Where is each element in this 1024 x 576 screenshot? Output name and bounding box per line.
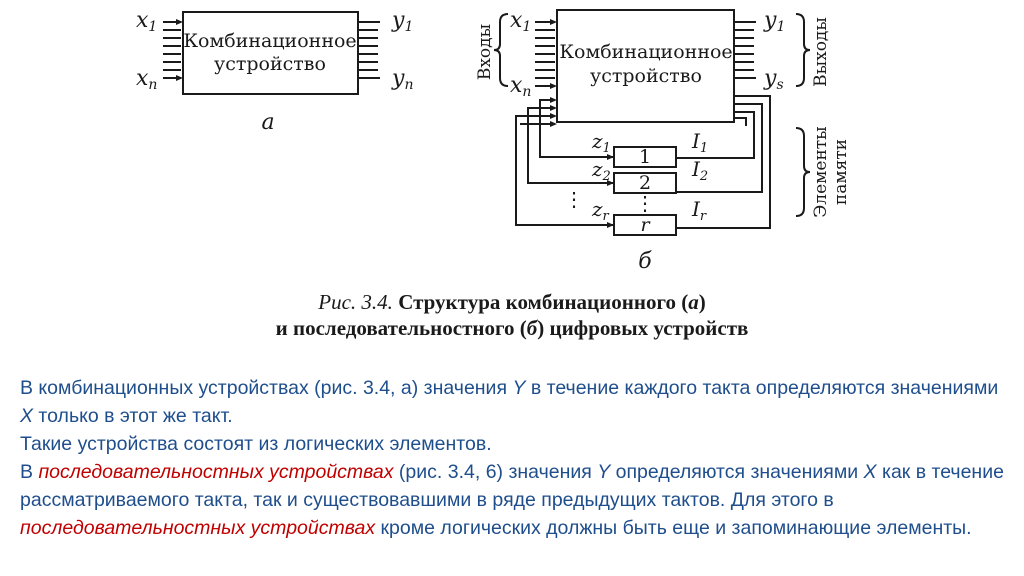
p3-var-x: X — [863, 461, 877, 483]
i2-label: I2 — [691, 157, 708, 184]
memory-cell-r-label: r — [640, 214, 651, 236]
p1-var-y: Y — [512, 377, 526, 399]
paragraph-3: В последовательностных устройствах (рис.… — [20, 458, 1010, 542]
zr-label: zr — [591, 197, 610, 224]
sublabel-b: б — [638, 249, 652, 274]
inputs-a — [163, 21, 181, 79]
p3-var-y: Y — [597, 461, 611, 483]
caption-line2-text-a: и последовательностного ( — [275, 316, 527, 340]
input-xn-a: xn — [136, 66, 157, 93]
inputs-label: Входы — [475, 24, 495, 80]
memory-brace — [795, 127, 811, 217]
figure-caption-line-1: Рис. 3.4. Структура комбинационного (а) — [0, 290, 1024, 314]
arrowheads — [176, 19, 614, 228]
state-output-lines — [676, 95, 771, 229]
p3-part-d: как в течение рассматриваемого такта, та… — [20, 461, 1004, 511]
p1-var-x: X — [20, 405, 34, 427]
outputs-brace — [795, 13, 811, 87]
p1-part-c: только в этот же такт. — [33, 405, 233, 427]
feedback-lines — [515, 99, 614, 226]
memory-label-2: памяти — [831, 139, 851, 205]
i1-label: I1 — [691, 129, 708, 156]
z2-label: z2 — [591, 157, 611, 184]
input-x1-a: x1 — [136, 8, 157, 35]
caption-line1-var: а — [688, 290, 699, 314]
caption-line1-end: ) — [698, 290, 706, 314]
figure-diagram: Комбинационное устройство x1 xn y1 yn а … — [136, 8, 851, 274]
outputs-a — [358, 21, 380, 79]
input-x1-b: x1 — [510, 8, 531, 35]
output-y1-b: y1 — [763, 8, 785, 35]
block-b-label-2: устройство — [590, 65, 702, 87]
block-a-label-1: Комбинационное — [183, 30, 356, 52]
outputs-label: Выходы — [811, 17, 831, 87]
ir-label: Ir — [691, 197, 707, 224]
p3-part-e: кроме логических должны быть еще и запом… — [375, 517, 972, 539]
caption-line2-var: б — [526, 316, 538, 340]
block-a-label-2: устройство — [214, 53, 326, 75]
inputs-b — [535, 21, 555, 87]
paragraph-2: Такие устройства состоят из логических э… — [20, 433, 492, 455]
outputs-b — [734, 21, 756, 79]
figure-caption-line-2: и последовательностного (б) цифровых уст… — [0, 316, 1024, 340]
memory-cell-2-label: 2 — [639, 172, 651, 194]
inputs-brace — [493, 13, 509, 87]
block-b-label-1: Комбинационное — [559, 41, 732, 63]
paragraph-1: В комбинационных устройствах (рис. 3.4, … — [20, 374, 1010, 430]
p1-part-b: в течение каждого такта определяются зна… — [525, 377, 999, 399]
p3-part-a: В — [20, 461, 39, 483]
output-yn-a: yn — [391, 66, 413, 93]
p3-emphasis-1: последовательностных устройствах — [38, 461, 394, 483]
p1-part-a: В комбинационных устройствах (рис. 3.4, … — [20, 377, 513, 399]
input-xn-b: xn — [510, 73, 531, 100]
dots-middle: ⋮ — [635, 191, 655, 215]
p3-part-c: определяются значениями — [610, 461, 864, 483]
p3-emphasis-2: последовательностных устройствах — [20, 517, 376, 539]
memory-cell-1-label: 1 — [639, 146, 651, 168]
output-y1-a: y1 — [391, 8, 413, 35]
output-ys-b: ys — [763, 66, 784, 93]
caption-line2-text-b: ) цифровых устройств — [537, 316, 749, 340]
body-text: В комбинационных устройствах (рис. 3.4, … — [20, 374, 1010, 542]
memory-label-1: Элементы — [811, 126, 831, 217]
z1-label: z1 — [591, 129, 611, 156]
sublabel-a: а — [261, 110, 274, 135]
dots-left: ⋮ — [564, 187, 584, 211]
caption-prefix: Рис. 3.4. — [318, 290, 393, 314]
caption-line1-text: Структура комбинационного ( — [398, 290, 689, 314]
combinational-block-b — [556, 9, 735, 123]
p3-part-b: (рис. 3.4, 6) значения — [393, 461, 598, 483]
